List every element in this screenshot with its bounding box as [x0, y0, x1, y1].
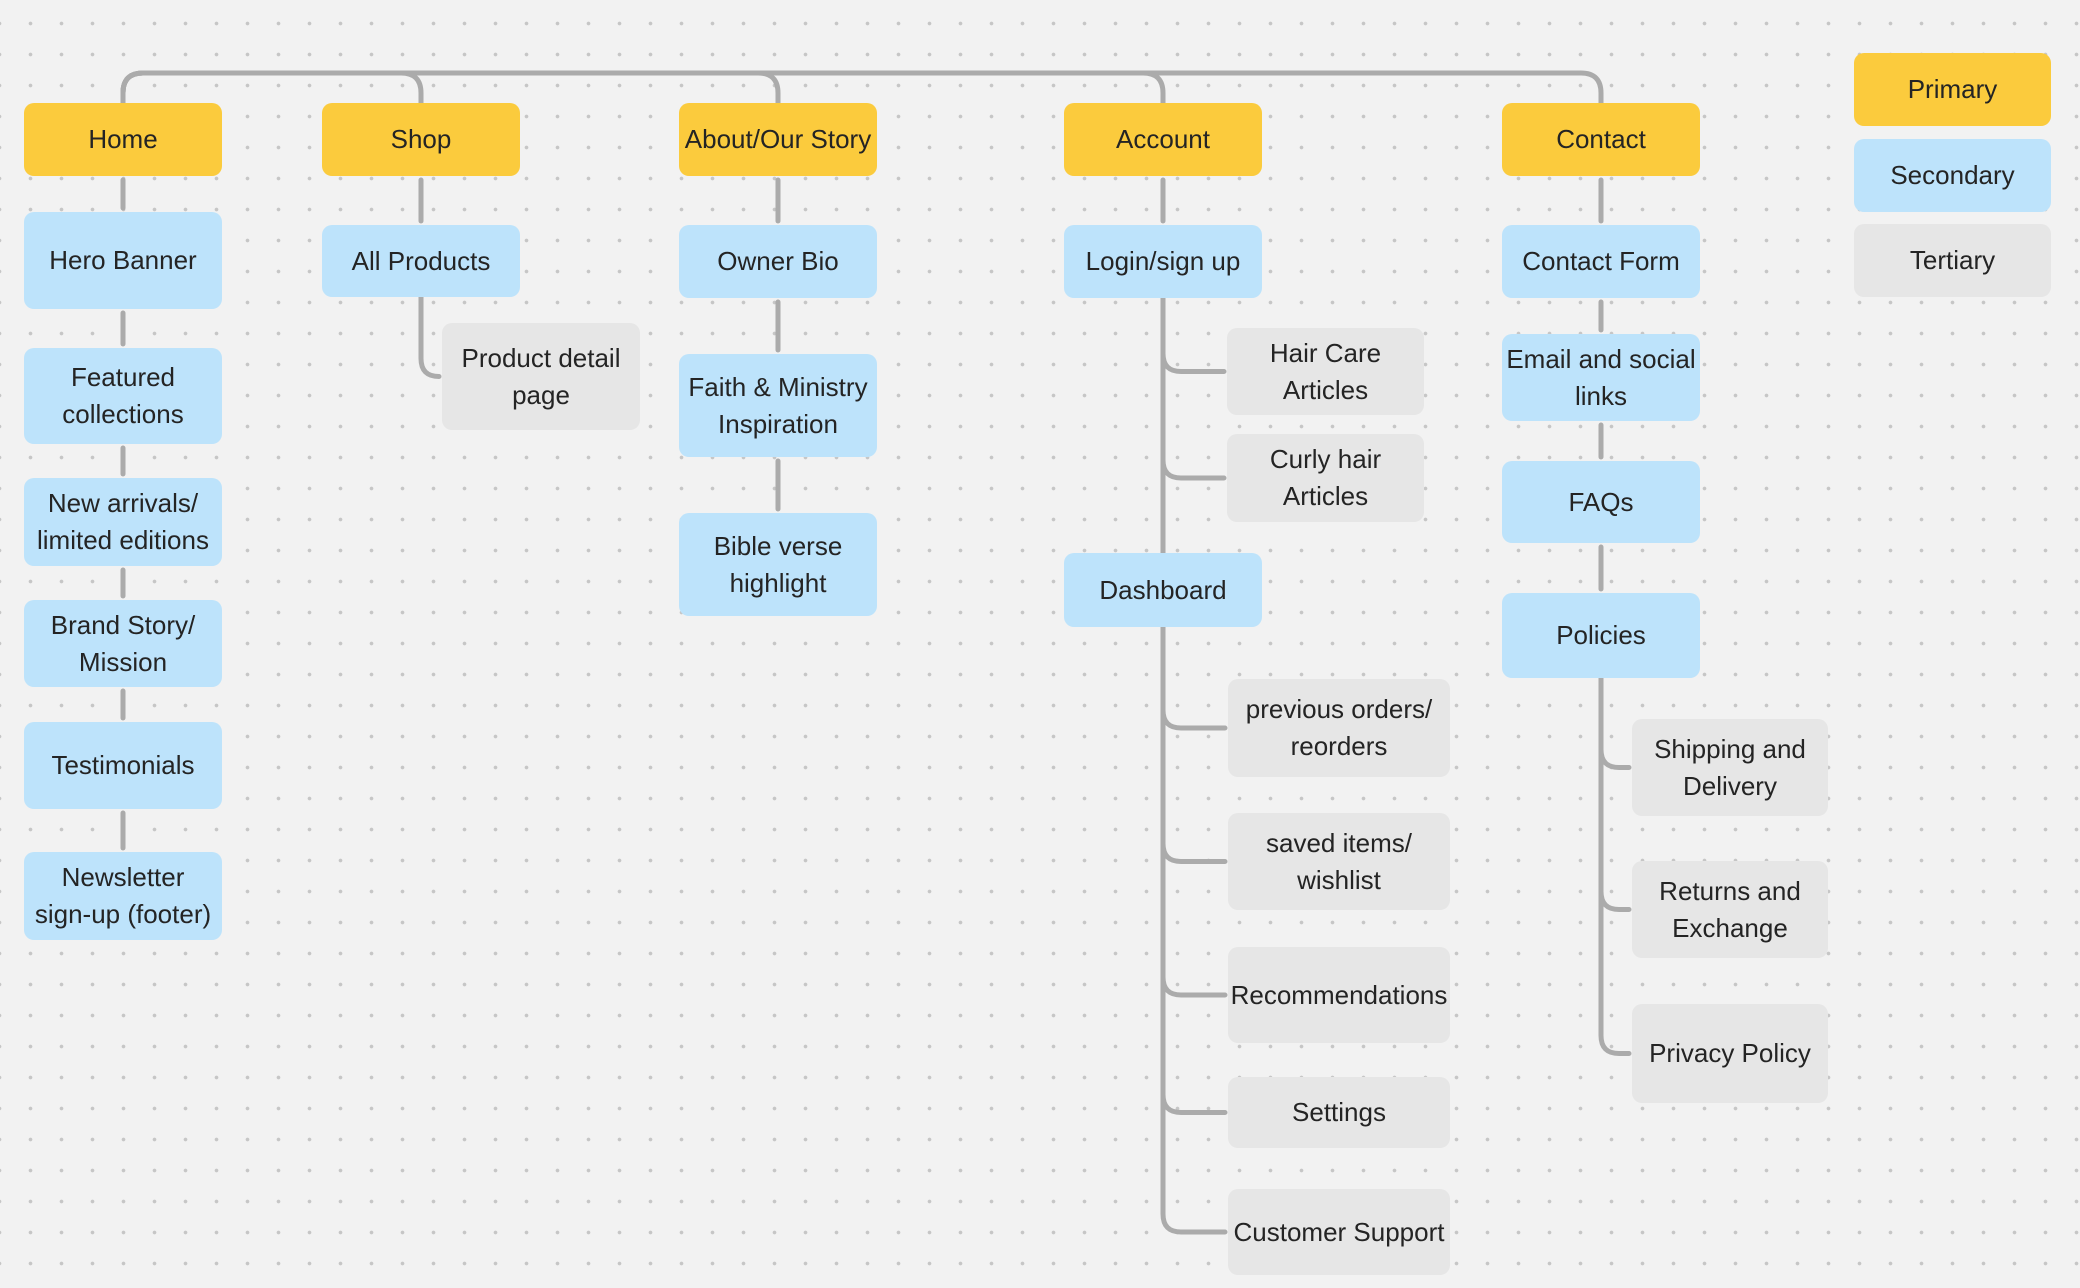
connector-home-contact[interactable] [120, 70, 1604, 106]
node-faith[interactable]: Faith & Ministry Inspiration [679, 354, 877, 457]
connector-home-account[interactable] [120, 70, 1166, 106]
connector-home-shop[interactable] [120, 70, 424, 106]
node-policies[interactable]: Policies [1502, 593, 1700, 678]
node-about[interactable]: About/Our Story [679, 103, 877, 176]
node-label: FAQs [1568, 486, 1634, 517]
node-label: Featured collections [62, 362, 184, 429]
node-newsletter[interactable]: Newsletter sign-up (footer) [24, 852, 222, 940]
connector-dashboard-settings[interactable] [1160, 624, 1228, 1115]
node-label: Shop [390, 124, 452, 154]
node-label: Shipping and Delivery [1654, 733, 1806, 801]
node-faqs[interactable]: FAQs [1502, 461, 1700, 543]
node-productdetail[interactable]: Product detail page [442, 323, 640, 430]
connector-dashboard-support[interactable] [1160, 624, 1228, 1235]
legend-secondary[interactable]: Secondary [1854, 139, 2051, 212]
node-label: Dashboard [1099, 574, 1227, 605]
node-home[interactable]: Home [24, 103, 222, 176]
node-recommendations[interactable]: Recommendations [1228, 947, 1450, 1043]
node-label: Faith & Ministry Inspiration [688, 371, 868, 439]
node-label: About/Our Story [684, 124, 872, 154]
node-bible[interactable]: Bible verse highlight [679, 513, 877, 616]
node-allproducts[interactable]: All Products [322, 225, 520, 297]
connector-policies-privacy[interactable] [1598, 675, 1632, 1056]
node-label: Newsletter sign-up (footer) [34, 862, 212, 929]
node-label: New arrivals/ limited editions [37, 488, 209, 555]
node-curlyhair[interactable]: Curly hair Articles [1227, 434, 1424, 522]
node-shop[interactable]: Shop [322, 103, 520, 176]
node-label: Home [88, 124, 158, 154]
connector-home-about[interactable] [120, 70, 781, 106]
node-label: Returns and Exchange [1659, 875, 1801, 943]
connector-policies-returns[interactable] [1598, 675, 1632, 912]
node-label: Bible verse highlight [713, 530, 843, 598]
node-testimonials[interactable]: Testimonials [24, 722, 222, 809]
node-label: Contact Form [1522, 246, 1680, 276]
node-label: previous orders/ reorders [1245, 694, 1433, 761]
node-label: Brand Story/ Mission [50, 609, 196, 677]
node-ownerbio[interactable]: Owner Bio [679, 225, 877, 298]
connector-login-haircare[interactable] [1160, 295, 1227, 374]
node-label: Tertiary [1909, 245, 1996, 275]
node-label: Policies [1556, 620, 1646, 650]
node-label: saved items/ wishlist [1266, 827, 1412, 895]
node-account[interactable]: Account [1064, 103, 1262, 176]
node-newarrivals[interactable]: New arrivals/ limited editions [24, 478, 222, 566]
connector-allproducts-productdetail[interactable] [418, 294, 442, 379]
node-login[interactable]: Login/sign up [1064, 225, 1262, 298]
connector-login-curlyhair[interactable] [1160, 295, 1227, 481]
node-label: Secondary [1890, 160, 2015, 190]
node-label: Settings [1292, 1097, 1386, 1127]
node-label: Owner Bio [717, 246, 839, 276]
node-privacy[interactable]: Privacy Policy [1632, 1004, 1828, 1103]
node-label: Hero Banner [49, 245, 197, 275]
node-returns[interactable]: Returns and Exchange [1632, 861, 1828, 958]
legend-primary[interactable]: Primary [1854, 53, 2051, 126]
node-label: Login/sign up [1085, 246, 1241, 276]
node-contactform[interactable]: Contact Form [1502, 225, 1700, 298]
node-haircare[interactable]: Hair Care Articles [1227, 328, 1424, 415]
node-label: Email and social links [1506, 343, 1696, 411]
node-dashboard[interactable]: Dashboard [1064, 553, 1262, 627]
node-label: Curly hair Articles [1269, 444, 1382, 511]
node-label: Hair Care Articles [1269, 337, 1382, 405]
node-contact[interactable]: Contact [1502, 103, 1700, 176]
connector-policies-shipping[interactable] [1598, 675, 1632, 770]
node-brandstory[interactable]: Brand Story/ Mission [24, 600, 222, 687]
node-label: Customer Support [1233, 1216, 1445, 1247]
node-shipping[interactable]: Shipping and Delivery [1632, 719, 1828, 816]
node-saveditems[interactable]: saved items/ wishlist [1228, 813, 1450, 910]
node-featured[interactable]: Featured collections [24, 348, 222, 444]
node-label: Contact [1556, 124, 1646, 154]
node-label: Primary [1907, 74, 1998, 104]
node-label: All Products [351, 245, 491, 276]
node-prevorders[interactable]: previous orders/ reorders [1228, 679, 1450, 777]
node-label: Product detail page [461, 342, 621, 410]
node-emailsocial[interactable]: Email and social links [1502, 334, 1700, 421]
connector-dashboard-prevorders[interactable] [1160, 624, 1228, 731]
node-label: Recommendations [1230, 979, 1448, 1010]
connector-dashboard-saveditems[interactable] [1160, 624, 1228, 864]
node-support[interactable]: Customer Support [1228, 1189, 1450, 1275]
node-settings[interactable]: Settings [1228, 1077, 1450, 1148]
connector-dashboard-recommendations[interactable] [1160, 624, 1228, 998]
node-label: Testimonials [51, 750, 195, 780]
node-label: Privacy Policy [1649, 1038, 1811, 1068]
node-hero[interactable]: Hero Banner [24, 212, 222, 309]
node-label: Account [1116, 124, 1210, 154]
legend-tertiary[interactable]: Tertiary [1854, 224, 2051, 297]
